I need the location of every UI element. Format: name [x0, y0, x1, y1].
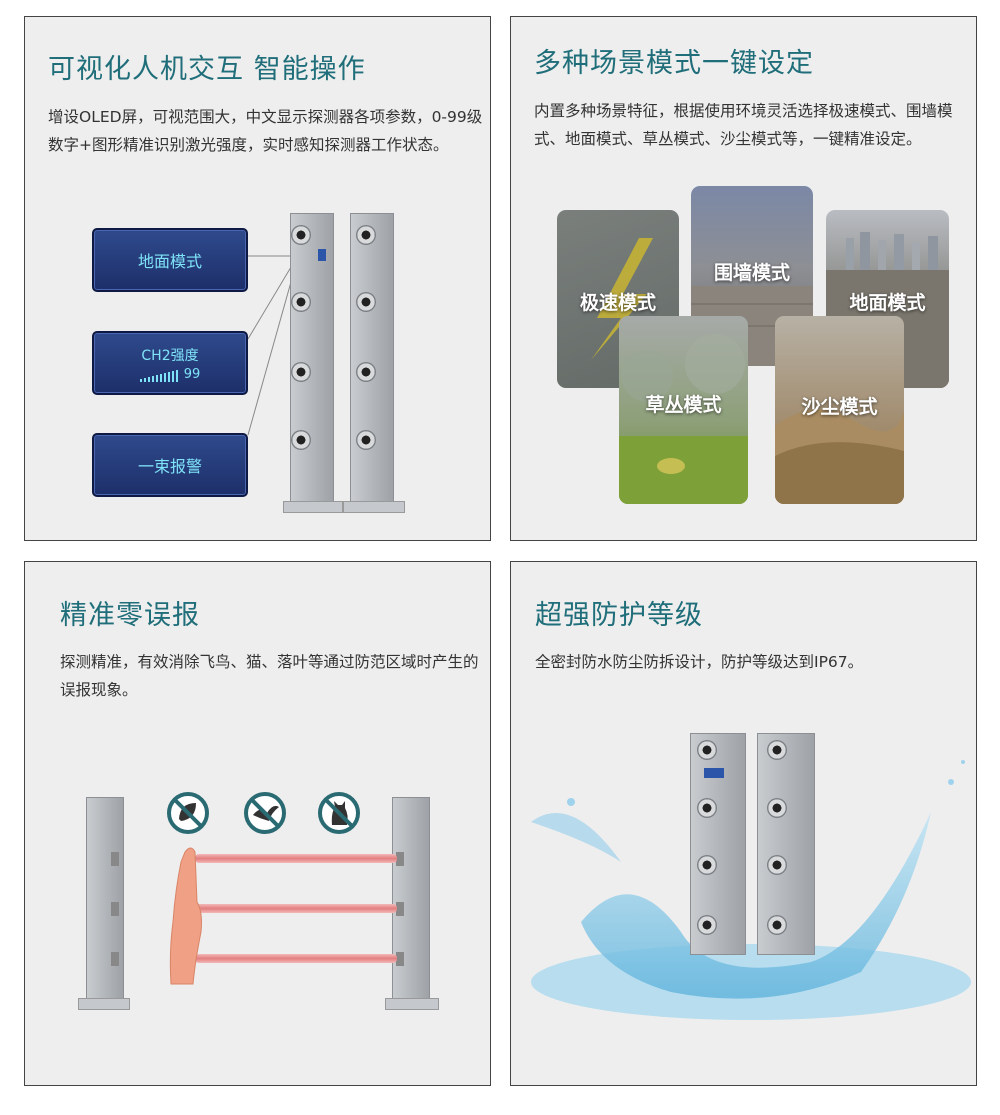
scene-label: 极速模式 [579, 291, 656, 314]
oled-channel-value: 99 [183, 366, 201, 382]
signal-bars-icon: 99 [139, 366, 201, 382]
desert-scene [775, 409, 904, 504]
panel-hmi: 可视化人机交互 智能操作 增设OLED屏，可视范围大，中文显示探测器各项参数，0… [24, 16, 491, 541]
scene-card-grass: 草丛模式 [619, 316, 748, 504]
scene-card-desert: 沙尘模式 [775, 316, 904, 504]
panel-description: 内置多种场景特征，根据使用环境灵活选择极速模式、围墙模式、地面模式、草丛模式、沙… [534, 102, 953, 148]
lightning-icon [591, 238, 653, 360]
panel-scenes: 多种场景模式一键设定 内置多种场景特征，根据使用环境灵活选择极速模式、围墙模式、… [510, 16, 977, 541]
panel-protection: 超强防护等级 全密封防水防尘防拆设计，防护等级达到IP67。 [510, 561, 977, 1086]
oled-channel-label: CH2强度 [141, 347, 199, 364]
panel-title: 可视化人机交互 智能操作 [48, 54, 366, 85]
laser-beam [195, 904, 397, 913]
oled-alarm-text: 一束报警 [137, 457, 202, 476]
no-leaf-icon [167, 792, 209, 834]
panel-title: 多种场景模式一键设定 [534, 48, 814, 79]
beams-and-hand [169, 847, 397, 985]
laser-beam [195, 954, 397, 963]
oled-mode-screen: 地面模式 [92, 228, 248, 292]
water-splash [531, 760, 971, 1020]
panel-title: 精准零误报 [60, 600, 200, 631]
panel-description: 全密封防水防尘防拆设计，防护等级达到IP67。 [535, 653, 864, 671]
scene-label: 沙尘模式 [801, 395, 878, 418]
panel-zero-false-alarm: 精准零误报 探测精准，有效消除飞鸟、猫、落叶等通过防范区域时产生的误报现象。 [24, 561, 491, 1086]
hand-icon [169, 847, 202, 985]
panel-title: 超强防护等级 [535, 600, 703, 631]
grass-scene [619, 334, 748, 504]
oled-mode-text: 地面模式 [137, 252, 202, 271]
no-bird-icon [244, 792, 286, 834]
laser-beam [195, 854, 397, 863]
scene-label: 草丛模式 [645, 393, 722, 416]
oled-alarm-screen: 一束报警 [92, 433, 248, 497]
scene-label: 围墙模式 [713, 261, 790, 284]
oled-channel-screen: CH2强度 99 [92, 331, 248, 395]
scene-label: 地面模式 [849, 291, 926, 314]
panel-description: 增设OLED屏，可视范围大，中文显示探测器各项参数，0-99级数字+图形精准识别… [48, 108, 483, 154]
panel-description: 探测精准，有效消除飞鸟、猫、落叶等通过防范区域时产生的误报现象。 [60, 653, 479, 699]
no-cat-icon [318, 792, 360, 834]
